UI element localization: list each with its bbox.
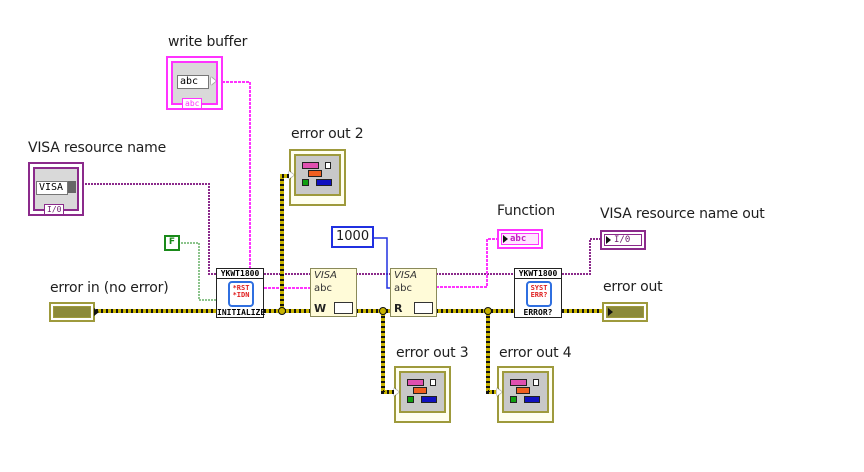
icon-text-1: *RST bbox=[232, 284, 250, 292]
function-indicator[interactable]: abc bbox=[497, 229, 543, 249]
input-terminal-icon bbox=[503, 235, 508, 243]
output-terminal-icon bbox=[211, 77, 216, 85]
status-led bbox=[325, 162, 331, 169]
function-type-tag: abc bbox=[501, 233, 539, 245]
visa-read-title: VISA bbox=[394, 270, 417, 281]
visa-write-type: abc bbox=[314, 283, 332, 294]
error-out-indicator[interactable] bbox=[602, 302, 648, 322]
timeout-constant[interactable]: 1000 bbox=[331, 226, 375, 248]
instrument-icon bbox=[414, 302, 433, 314]
function-label: Function bbox=[497, 203, 555, 219]
visa-write-node[interactable]: VISA abc W bbox=[310, 268, 357, 317]
status-bar bbox=[510, 379, 527, 386]
wire-function[interactable] bbox=[436, 238, 497, 288]
boolean-constant[interactable]: F bbox=[164, 235, 180, 251]
instrument-icon bbox=[334, 302, 353, 314]
error-out-4-label: error out 4 bbox=[499, 345, 572, 361]
write-buffer-control[interactable]: abc abc bbox=[166, 56, 223, 110]
subvi-footer: ERROR? bbox=[523, 308, 553, 317]
visa-resource-name-out-label: VISA resource name out bbox=[600, 206, 765, 222]
ok-indicator bbox=[302, 179, 309, 186]
subvi-header: YKWT1800 bbox=[515, 269, 561, 279]
wire-junction-2 bbox=[379, 307, 387, 315]
wire-visa-out[interactable] bbox=[562, 238, 600, 275]
visa-out-type-tag: I/0 bbox=[604, 234, 642, 246]
wire-timeout[interactable] bbox=[373, 237, 390, 289]
icon-text-2: ERR? bbox=[530, 291, 548, 299]
visa-resource-name-out-indicator[interactable]: I/0 bbox=[600, 230, 646, 250]
subvi-footer: INITIALIZE bbox=[217, 308, 266, 317]
error-query-subvi[interactable]: YKWT1800 SYST ERR? ERROR? bbox=[514, 268, 562, 318]
visa-write-mode: W bbox=[314, 302, 327, 315]
icon-text-2: *IDN bbox=[232, 291, 250, 299]
write-buffer-label: write buffer bbox=[168, 34, 248, 50]
error-out-2-indicator[interactable] bbox=[289, 149, 346, 206]
wire-visa-in[interactable] bbox=[82, 183, 216, 275]
status-led bbox=[430, 379, 436, 386]
status-bar bbox=[302, 162, 319, 169]
error-out-label: error out bbox=[603, 279, 663, 295]
command-bubble-icon: *RST *IDN bbox=[228, 281, 254, 307]
command-bubble-icon: SYST ERR? bbox=[526, 281, 552, 307]
wire-junction-1 bbox=[278, 307, 286, 315]
error-out-4-indicator[interactable] bbox=[497, 366, 554, 423]
write-buffer-value[interactable]: abc bbox=[177, 75, 209, 89]
visa-read-type: abc bbox=[394, 283, 412, 294]
visa-resource-name-label: VISA resource name bbox=[28, 140, 166, 156]
source-bar bbox=[316, 179, 332, 186]
status-led bbox=[533, 379, 539, 386]
status-bar bbox=[407, 379, 424, 386]
input-terminal-icon bbox=[608, 308, 613, 316]
error-in-label: error in (no error) bbox=[50, 280, 169, 296]
string-type-tag: abc bbox=[182, 98, 203, 109]
error-out-3-label: error out 3 bbox=[396, 345, 469, 361]
code-bar bbox=[308, 170, 322, 177]
output-terminal-icon bbox=[94, 308, 99, 316]
ok-indicator bbox=[510, 396, 517, 403]
code-bar bbox=[516, 387, 530, 394]
visa-read-node[interactable]: VISA abc R bbox=[390, 268, 437, 317]
code-bar bbox=[413, 387, 427, 394]
input-terminal-icon bbox=[606, 236, 611, 244]
input-terminal-icon bbox=[394, 388, 399, 396]
input-terminal-icon bbox=[497, 388, 502, 396]
error-out-3-indicator[interactable] bbox=[394, 366, 451, 423]
error-in-terminal[interactable] bbox=[49, 302, 99, 322]
ok-indicator bbox=[407, 396, 414, 403]
visa-write-title: VISA bbox=[314, 270, 337, 281]
initialize-subvi[interactable]: YKWT1800 *RST *IDN INITIALIZE bbox=[216, 268, 266, 318]
visa-resource-name-control[interactable]: VISA I/0 bbox=[28, 162, 84, 216]
visa-read-mode: R bbox=[394, 302, 403, 315]
icon-text-1: SYST bbox=[530, 284, 548, 292]
source-bar bbox=[421, 396, 437, 403]
source-bar bbox=[524, 396, 540, 403]
visa-type-tag: I/0 bbox=[44, 204, 65, 215]
error-out-2-label: error out 2 bbox=[291, 126, 364, 142]
wire-boolean[interactable] bbox=[178, 242, 216, 301]
input-terminal-icon bbox=[289, 171, 294, 179]
visa-resource-value[interactable]: VISA bbox=[36, 181, 68, 195]
dropdown-icon[interactable] bbox=[68, 181, 76, 193]
wire-junction-3 bbox=[484, 307, 492, 315]
subvi-header: YKWT1800 bbox=[217, 269, 263, 279]
